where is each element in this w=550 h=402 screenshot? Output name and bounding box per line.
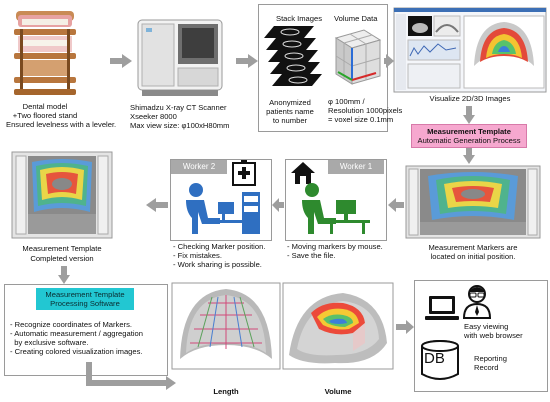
database-icon [421, 340, 459, 380]
arrow-visualize-to-template [463, 106, 475, 124]
processing-title-1: Measurement Template [45, 290, 125, 299]
scanner-label-1: Shimadzu X-ray CT Scanner [130, 103, 227, 112]
dental-model-image [14, 11, 76, 95]
user-avatar-icon [462, 285, 492, 319]
completed-label-1: Measurement Template [22, 244, 102, 253]
worker2-note-3: - Work sharing is possible. [173, 260, 262, 269]
arrow-processing-to-length [86, 376, 176, 390]
worker2-note-2: - Fix mistakes. [173, 251, 222, 260]
arrow-volume-to-visualize [384, 54, 394, 68]
dental-label-1: Dental model [22, 102, 68, 111]
volume-cube-graphic [334, 29, 382, 85]
worker2-header: Worker 2 [171, 160, 227, 174]
arrow-template-to-markers [463, 148, 475, 164]
dental-label-3: Ensured levelness with a leveler. [6, 120, 117, 129]
worker1-note-1: - Moving markers by mouse. [287, 242, 383, 251]
stack-caption-2: patients name [266, 107, 314, 116]
laptop-icon [425, 296, 459, 320]
measurement-markers-image [405, 165, 541, 239]
completed-label-2: Completed version [30, 254, 94, 263]
volume-caption-1: φ 100mm / [328, 97, 365, 106]
stack-images-graphic [264, 26, 322, 86]
processing-bullet-4: - Creating colored visualization images. [10, 347, 143, 356]
processing-title-2: Processing Software [50, 299, 120, 308]
worker1-note-2: - Save the file. [287, 251, 336, 260]
volume-caption-2: Resolution 1000pixels [328, 106, 403, 115]
length-image [171, 282, 281, 370]
arrow-markers-to-worker1 [388, 198, 404, 212]
worker2-note-1: - Checking Marker position. [173, 242, 266, 251]
web-label-1: Easy viewing [464, 322, 509, 331]
worker1-figure-icon [302, 183, 370, 234]
volume-data-title: Volume Data [334, 14, 378, 23]
processing-bullet-3: by exclusive software. [10, 338, 89, 347]
db-label-2: Record [474, 363, 499, 372]
volume-caption-3: = voxel size 0.1mm [328, 115, 394, 124]
hospital-icon [232, 160, 256, 186]
markers-label-1: Measurement Markers are [428, 243, 518, 252]
length-label: Length [213, 387, 239, 396]
visualize-label: Visualize 2D/3D Images [429, 94, 511, 103]
arrow-scanner-to-stack [236, 54, 258, 68]
ct-scanner-image [137, 19, 223, 96]
processing-bullet-2: - Automatic measurement / aggregation [10, 329, 143, 338]
stack-caption-3: to number [272, 116, 308, 125]
template-title: Measurement Template [427, 127, 511, 136]
arrow-connector-vertical [86, 362, 92, 380]
measurement-template-generation-box: Measurement Template Automatic Generatio… [411, 124, 527, 148]
processing-bullet-1: - Recognize coordinates of Markers. [10, 320, 132, 329]
volume-label: Volume [324, 387, 352, 396]
markers-label-2: located on initial position. [430, 252, 516, 261]
arrow-worker2-to-completed [146, 198, 168, 212]
arrow-completed-to-processing [58, 266, 70, 284]
stack-caption-1: Anonymized [269, 98, 311, 107]
home-icon [291, 162, 315, 184]
template-subtitle: Automatic Generation Process [417, 136, 521, 145]
arrow-worker1-to-worker2 [272, 198, 284, 212]
db-icon-text: DB [424, 350, 445, 367]
arrow-volume-to-web [396, 320, 414, 334]
db-label-1: Reporting [474, 354, 507, 363]
web-label-2: with web browser [464, 331, 523, 340]
arrow-dental-to-scanner [110, 54, 132, 68]
visualization-software-screenshot [393, 7, 547, 93]
completed-template-image [11, 151, 113, 239]
dental-label-2: +Two floored stand [12, 111, 78, 120]
scanner-label-2: Xseeker 8000 [130, 112, 177, 121]
worker1-header: Worker 1 [328, 160, 384, 174]
scanner-label-3: Max view size: φ100xH80mm [130, 121, 230, 130]
worker2-figure-icon [186, 183, 260, 234]
processing-software-title-box: Measurement Template Processing Software [36, 288, 134, 310]
volume-image [282, 282, 394, 370]
stack-title: Stack Images [276, 14, 323, 23]
